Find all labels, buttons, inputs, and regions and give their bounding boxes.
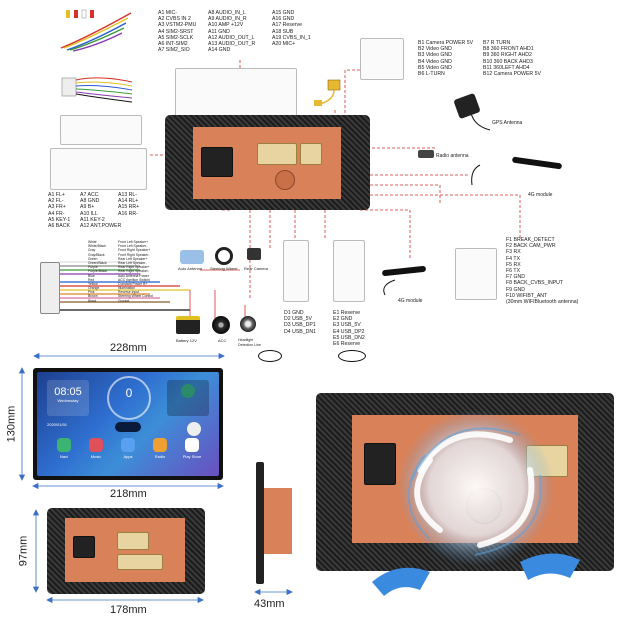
radio-antenna-label: Radio antenna <box>436 153 469 159</box>
app-navi[interactable]: Navi <box>53 438 75 459</box>
clock-widget: 08:05 Wednesday <box>47 380 89 416</box>
app-play-store[interactable]: Play Store <box>181 438 203 459</box>
app-radio[interactable]: Radio <box>149 438 171 459</box>
small-connector-a <box>73 536 95 558</box>
headlight-label: Headlight Detection Line <box>238 338 261 347</box>
speaker-labels-3: A13 RL-A14 RL+A15 RR+A16 RR- <box>118 192 140 217</box>
small-connector-b <box>117 532 149 550</box>
rca-cable-bundle <box>56 8 136 53</box>
rear-fan <box>275 170 295 190</box>
play-store-icon <box>185 438 199 452</box>
head-unit-back-large <box>316 393 614 571</box>
home-screen: 08:05 Wednesday 0 2020/01/01 Navi Music … <box>37 372 219 476</box>
usb-cable-icon-2 <box>338 350 366 362</box>
harness-plug <box>40 262 60 314</box>
music-icon <box>89 438 103 452</box>
radio-icon <box>153 438 167 452</box>
harness-legend: Front Left Speaker+Front Left Speaker-Fr… <box>118 240 154 303</box>
dim-depth: 43mm <box>254 598 285 610</box>
apps-icon <box>121 438 135 452</box>
connector-b-diagram <box>360 38 404 80</box>
date-text: 2020/01/01 <box>47 422 68 427</box>
connector-a-top-diagram <box>175 68 297 118</box>
rear-camera-label: Rear Camera <box>244 266 269 271</box>
car-graphic-icon <box>115 422 141 432</box>
auto-antenna-label: Auto Antenna <box>178 266 203 271</box>
dim-height-left: 130mm <box>5 405 18 443</box>
navi-icon <box>57 438 71 452</box>
clock-time: 08:05 <box>54 386 82 398</box>
dim-width-bottom: 218mm <box>110 488 147 500</box>
steering-wheel-icon <box>215 247 233 265</box>
clock-day: Wednesday <box>57 398 79 403</box>
dim-width-top: 228mm <box>110 342 147 354</box>
4g-module-top-label: 4G module <box>528 192 553 198</box>
4g-module-mid-label: 4G module <box>398 298 423 304</box>
small-connector-c <box>117 554 163 570</box>
radio-antenna-icon <box>418 150 434 158</box>
headlight-icon <box>240 316 256 332</box>
acc-key-icon <box>212 316 230 334</box>
connector-a-left-diagram <box>60 115 142 145</box>
large-connector-b <box>526 445 568 477</box>
rear-connector-c <box>300 143 322 165</box>
acc-label: ACC <box>218 338 227 343</box>
head-unit-side-view <box>256 462 264 584</box>
auto-antenna-icon <box>180 250 204 264</box>
app-apps[interactable]: Apps <box>117 438 139 459</box>
rear-connector-b <box>257 143 297 165</box>
steering-wheel-label: Steering Wheel <box>210 266 238 271</box>
side-view-chassis <box>264 488 292 554</box>
connector-speaker-diagram <box>50 148 147 190</box>
connector-d-diagram <box>283 240 309 302</box>
large-connector-a <box>364 443 396 485</box>
camera-plug <box>312 78 346 108</box>
music-widget <box>167 380 209 416</box>
app-music[interactable]: Music <box>85 438 107 459</box>
rear-connector-a <box>201 147 233 177</box>
usb-cable-icon <box>258 350 282 362</box>
dim-width-small: 178mm <box>110 604 147 616</box>
head-unit-back-top <box>165 115 370 210</box>
rear-camera-icon <box>247 248 261 260</box>
robot-mascot-icon <box>187 422 201 436</box>
battery-icon <box>176 316 200 334</box>
connector-e-diagram <box>333 240 365 302</box>
gps-label: GPS Antenna <box>492 120 523 126</box>
dim-height-small: 97mm <box>17 535 30 567</box>
album-art-icon <box>181 384 195 398</box>
speedometer-widget: 0 <box>107 376 151 420</box>
speed-value: 0 <box>125 386 133 400</box>
connector-f-diagram <box>455 248 497 300</box>
battery-label: Battery 12V <box>176 338 197 343</box>
head-unit-back-small <box>47 508 205 594</box>
power-harness-bundle <box>60 70 135 105</box>
head-unit-screen: 08:05 Wednesday 0 2020/01/01 Navi Music … <box>33 368 223 480</box>
large-fan <box>466 488 502 524</box>
